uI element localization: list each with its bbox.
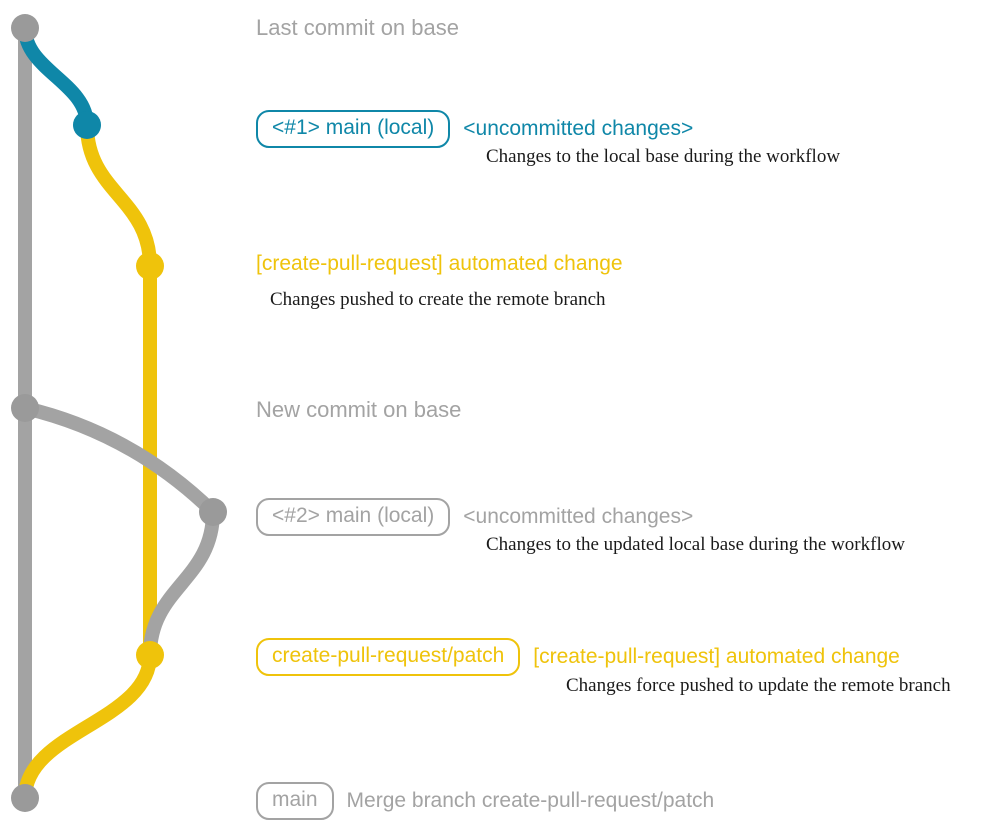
node-last-commit-on-base[interactable] bbox=[11, 14, 39, 42]
subject-merge-commit: Merge branch create-pull-request/patch bbox=[346, 789, 715, 812]
note-automated-change-1: Changes pushed to create the remote bran… bbox=[270, 289, 606, 310]
ref-badge-create-pull-request-patch[interactable]: create-pull-request/patch bbox=[256, 638, 521, 676]
subject-commit-1-local: <uncommitted changes> bbox=[463, 117, 694, 140]
edge-yellow-merge-to-base bbox=[18, 648, 157, 805]
edge-teal-branch bbox=[18, 21, 94, 132]
heading-last-commit-on-base: Last commit on base bbox=[256, 15, 459, 40]
node-automated-change-2[interactable] bbox=[136, 641, 164, 669]
row-automated-change-1: [create-pull-request] automated change bbox=[256, 252, 623, 276]
subject-automated-change-1: [create-pull-request] automated change bbox=[256, 252, 623, 275]
note-commit-2-local: Changes to the updated local base during… bbox=[486, 534, 905, 555]
heading-new-commit-on-base: New commit on base bbox=[256, 397, 462, 422]
row-automated-change-2: create-pull-request/patch [create-pull-r… bbox=[256, 638, 900, 676]
ref-badge-commit-1-local[interactable]: <#1> main (local) bbox=[256, 110, 451, 148]
node-new-commit-on-base[interactable] bbox=[11, 394, 39, 422]
node-commit-1-local[interactable] bbox=[73, 111, 101, 139]
row-commit-1-local: <#1> main (local) <uncommitted changes> bbox=[256, 110, 693, 148]
note-commit-1-local: Changes to the local base during the wor… bbox=[486, 146, 841, 167]
edge-gray-commit2-to-change2 bbox=[143, 505, 220, 662]
ref-badge-commit-2-local[interactable]: <#2> main (local) bbox=[256, 498, 451, 536]
row-merge-commit: main Merge branch create-pull-request/pa… bbox=[256, 782, 714, 820]
edge-yellow-from-commit1 bbox=[80, 118, 157, 273]
subject-commit-2-local: <uncommitted changes> bbox=[463, 505, 694, 528]
node-automated-change-1[interactable] bbox=[136, 252, 164, 280]
ref-badge-main[interactable]: main bbox=[256, 782, 334, 820]
note-automated-change-2: Changes force pushed to update the remot… bbox=[566, 675, 951, 696]
subject-automated-change-2: [create-pull-request] automated change bbox=[533, 645, 900, 668]
node-commit-2-local[interactable] bbox=[199, 498, 227, 526]
edge-gray-branch-to-commit2 bbox=[18, 401, 220, 519]
node-merge-commit[interactable] bbox=[11, 784, 39, 812]
row-commit-2-local: <#2> main (local) <uncommitted changes> bbox=[256, 498, 693, 536]
commit-graph bbox=[11, 14, 227, 812]
